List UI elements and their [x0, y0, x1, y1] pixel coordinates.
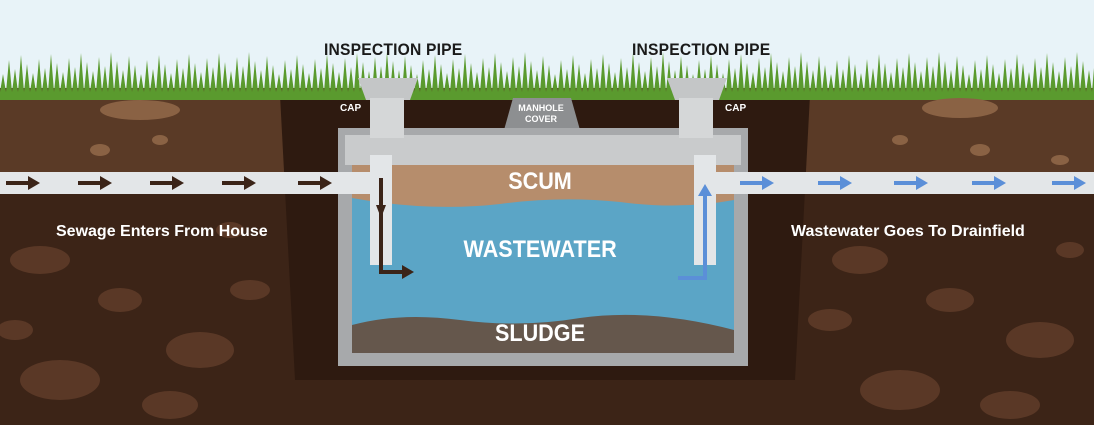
inspection-pipe-left-label: INSPECTION PIPE	[324, 40, 463, 59]
inspection-pipe-right	[679, 98, 713, 138]
flow-arrow	[972, 176, 1006, 190]
rock	[90, 144, 110, 156]
soil-rocks	[0, 98, 1084, 419]
flow-arrow	[1052, 176, 1086, 190]
outlet-elbow-arrow	[678, 184, 712, 280]
flow-arrow	[150, 176, 184, 190]
scum-label: SCUM	[508, 168, 572, 195]
flow-arrow	[818, 176, 852, 190]
flow-arrow	[6, 176, 40, 190]
rock	[20, 360, 100, 400]
sludge-label: SLUDGE	[494, 320, 585, 347]
inlet-elbow-arrow	[376, 178, 414, 279]
rock	[98, 288, 142, 312]
cap-left-label: CAP	[340, 103, 362, 114]
manhole-cover-label: MANHOLE COVER	[505, 103, 577, 125]
rock	[216, 222, 244, 238]
rock	[100, 100, 180, 120]
wastewater-label: WASTEWATER	[463, 236, 617, 263]
outlet-flow-arrows	[678, 176, 1086, 280]
rock	[892, 135, 908, 145]
rock	[832, 246, 888, 274]
rock	[1051, 155, 1069, 165]
manhole-label-line2: COVER	[524, 114, 557, 124]
manhole-label-line1: MANHOLE	[518, 103, 564, 113]
rock	[860, 370, 940, 410]
flow-arrow	[894, 176, 928, 190]
sewage-enters-label: Sewage Enters From House	[56, 223, 268, 240]
inlet-pipe	[0, 172, 372, 194]
rock	[970, 144, 990, 156]
inspection-pipe-right-cap	[667, 78, 727, 100]
rock	[152, 135, 168, 145]
rock	[980, 391, 1040, 419]
rock	[1056, 242, 1084, 258]
grass	[0, 52, 1094, 100]
wastewater-drainfield-label: Wastewater Goes To Drainfield	[791, 223, 1025, 240]
inlet-flow-arrows	[6, 176, 414, 279]
rock	[166, 332, 234, 368]
inspection-pipe-right-label: INSPECTION PIPE	[632, 40, 771, 59]
scum-layer	[352, 165, 734, 207]
manhole-cover	[504, 98, 580, 130]
sludge-layer	[352, 314, 734, 353]
inspection-pipe-left	[370, 98, 404, 138]
flow-arrow	[740, 176, 774, 190]
rock	[142, 391, 198, 419]
rock	[0, 320, 33, 340]
flow-arrow	[298, 176, 332, 190]
rock	[230, 280, 270, 300]
rock	[1006, 322, 1074, 358]
rock	[922, 98, 998, 118]
rock	[808, 309, 852, 331]
tank-headspace	[345, 135, 741, 165]
rock	[926, 288, 974, 312]
cap-right-label: CAP	[725, 103, 747, 114]
inspection-pipe-left-cap	[358, 78, 418, 100]
rock	[10, 246, 70, 274]
flow-arrow	[222, 176, 256, 190]
flow-arrow	[78, 176, 112, 190]
